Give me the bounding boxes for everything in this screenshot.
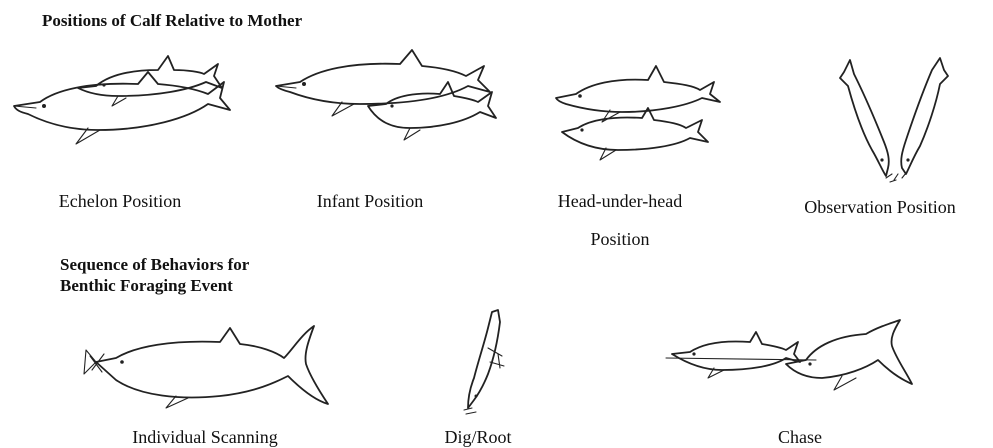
echelon-position-illustration xyxy=(8,48,238,158)
infant-position-illustration xyxy=(270,44,500,154)
head-under-head-label-line2: Position xyxy=(510,228,730,250)
positions-section-title: Positions of Calf Relative to Mother xyxy=(42,10,302,31)
calf-dolphin xyxy=(562,108,708,160)
observation-position-illustration xyxy=(836,56,956,186)
scanning-motion-marks xyxy=(84,350,104,374)
chase-illustration xyxy=(666,306,926,416)
chasing-dolphin xyxy=(786,320,912,390)
mother-dolphin xyxy=(14,72,230,144)
head-under-head-illustration xyxy=(552,58,732,168)
chase-motion-line xyxy=(666,358,816,360)
mother-dolphin xyxy=(556,66,720,122)
calf-dolphin xyxy=(78,56,222,106)
sand-marks xyxy=(464,408,476,414)
foraging-section-title-line2: Benthic Foraging Event xyxy=(60,275,233,296)
foraging-section-title-line1: Sequence of Behaviors for xyxy=(60,254,249,275)
echelon-position-label: Echelon Position xyxy=(0,190,240,212)
observation-position-label: Observation Position xyxy=(770,196,990,218)
sand-marks xyxy=(886,173,906,182)
calf-dolphin xyxy=(368,82,496,140)
dig-root-label: Dig/Root xyxy=(408,426,548,448)
mother-dolphin xyxy=(276,50,490,116)
dig-root-illustration xyxy=(458,308,518,418)
infant-position-label: Infant Position xyxy=(250,190,490,212)
individual-scanning-label: Individual Scanning xyxy=(90,426,320,448)
digging-dolphin xyxy=(468,310,504,408)
scanning-dolphin xyxy=(96,326,328,408)
individual-scanning-illustration xyxy=(80,310,340,420)
chase-label: Chase xyxy=(730,426,870,448)
calf-dolphin xyxy=(901,58,948,174)
head-under-head-label-line1: Head-under-head xyxy=(510,190,730,212)
mother-dolphin xyxy=(840,60,889,176)
lead-dolphin xyxy=(672,332,800,378)
